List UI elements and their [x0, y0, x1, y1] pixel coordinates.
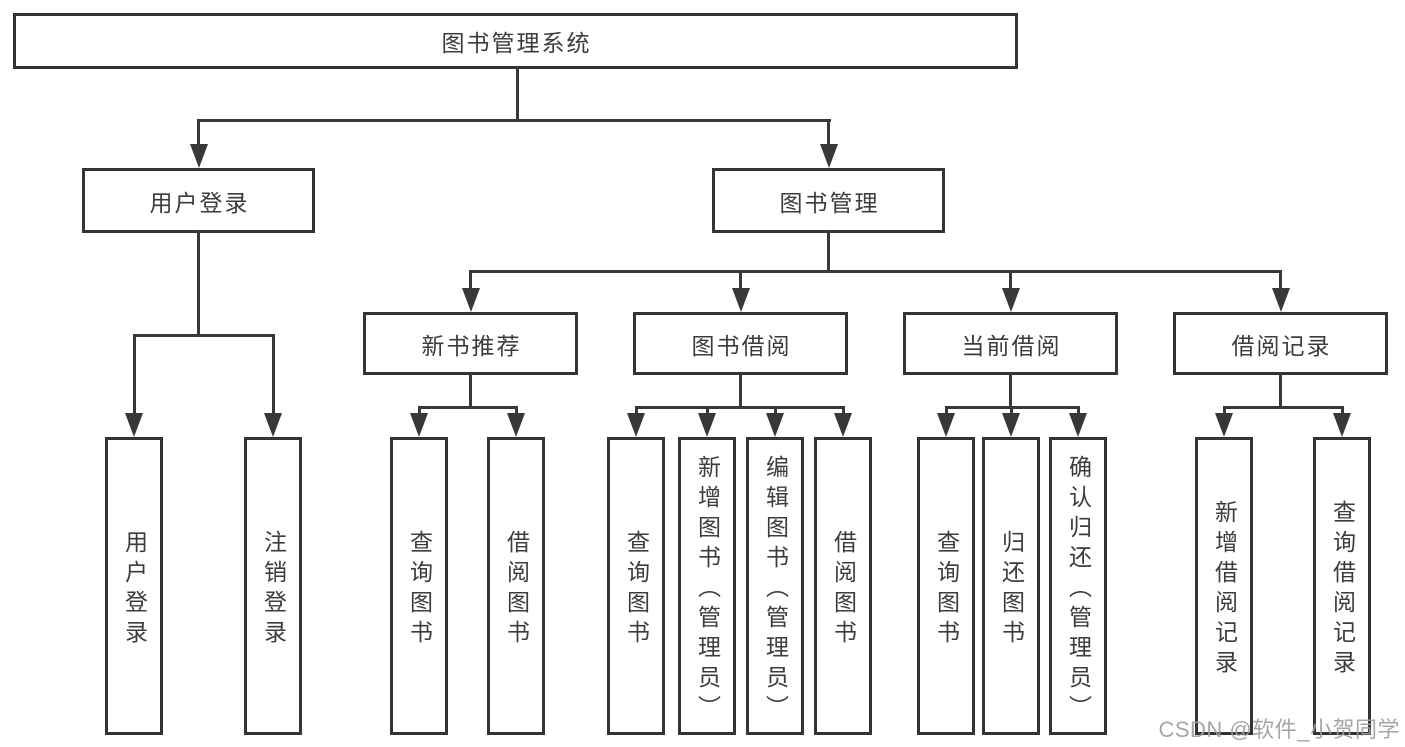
node-label: 借阅图书 [503, 529, 530, 650]
connector-vline [944, 406, 948, 418]
connector-hline [469, 270, 1282, 273]
leaf-query-books-current: 查询图书 [917, 437, 975, 735]
node-user-login: 用户登录 [82, 168, 315, 233]
leaf-confirm-return-admin: 确认归还（管理员） [1049, 437, 1107, 735]
connector-vline [1009, 270, 1012, 292]
arrow-down-icon [410, 413, 428, 437]
node-label: 新增借阅记录 [1211, 499, 1238, 680]
connector-vline [1076, 406, 1080, 418]
leaf-logout-login: 注销登录 [244, 437, 302, 735]
connector-vline [739, 270, 742, 292]
connector-vline [417, 406, 421, 418]
node-current-borrowing: 当前借阅 [903, 312, 1118, 375]
node-label: 查询借阅记录 [1329, 499, 1356, 680]
leaf-borrow-books-borrowing: 借阅图书 [814, 437, 872, 735]
connector-vline [197, 230, 200, 337]
node-label: 新增图书（管理员） [694, 454, 721, 725]
node-label: 借阅图书 [830, 529, 857, 650]
node-label: 注销登录 [260, 529, 287, 650]
connector-vline [705, 406, 709, 418]
node-label: 查询图书 [406, 529, 433, 650]
connector-vline [827, 230, 830, 272]
connector-vline [197, 119, 200, 147]
connector-vline [1009, 373, 1012, 409]
node-label: 借阅记录 [1231, 332, 1332, 359]
connector-hline [634, 406, 844, 409]
node-label: 图书管理 [779, 189, 880, 216]
connector-hline [417, 406, 518, 409]
connector-vline [271, 334, 275, 417]
connector-vline [1279, 373, 1282, 409]
node-book-borrowing: 图书借阅 [633, 312, 848, 375]
arrow-down-icon [189, 144, 208, 168]
connector-vline [841, 406, 845, 418]
node-label: 当前借阅 [961, 332, 1062, 359]
leaf-add-books-admin: 新增图书（管理员） [678, 437, 736, 735]
arrow-down-icon [1271, 288, 1290, 312]
leaf-borrow-books-recommend: 借阅图书 [487, 437, 545, 735]
leaf-return-books: 归还图书 [982, 437, 1040, 735]
arrow-down-icon [698, 413, 716, 437]
arrow-down-icon [507, 413, 525, 437]
arrow-down-icon [264, 413, 282, 437]
connector-vline [634, 406, 638, 418]
connector-vline [515, 67, 519, 121]
node-label: 图书借阅 [691, 332, 792, 359]
node-label: 新书推荐 [421, 332, 522, 359]
arrow-down-icon [1215, 413, 1233, 437]
node-label: 确认归还（管理员） [1065, 454, 1092, 725]
arrow-down-icon [461, 288, 480, 312]
node-book-management: 图书管理 [712, 168, 945, 233]
leaf-user-login: 用户登录 [105, 437, 163, 735]
connector-hline [197, 119, 831, 122]
arrow-down-icon [1002, 413, 1020, 437]
connector-vline [514, 406, 518, 418]
node-label: 用户登录 [121, 529, 148, 650]
arrow-down-icon [731, 288, 750, 312]
node-label: 查询图书 [933, 529, 960, 650]
arrow-down-icon [1069, 413, 1087, 437]
connector-hline [1222, 406, 1344, 409]
connector-vline [1009, 406, 1013, 418]
leaf-query-borrow-record: 查询借阅记录 [1313, 437, 1371, 735]
connector-vline [739, 373, 742, 409]
arrow-down-icon [937, 413, 955, 437]
node-library-management-system: 图书管理系统 [13, 13, 1018, 69]
node-label: 查询图书 [623, 529, 650, 650]
connector-vline [469, 373, 472, 409]
arrow-down-icon [125, 413, 143, 437]
arrow-down-icon [766, 413, 784, 437]
node-label: 用户登录 [149, 189, 250, 216]
arrow-down-icon [627, 413, 645, 437]
connector-vline [1279, 270, 1282, 292]
leaf-edit-books-admin: 编辑图书（管理员） [746, 437, 804, 735]
arrow-down-icon [834, 413, 852, 437]
node-label: 图书管理系统 [441, 30, 592, 56]
node-label: 归还图书 [998, 529, 1025, 650]
leaf-query-books-borrowing: 查询图书 [607, 437, 665, 735]
arrow-down-icon [819, 144, 838, 168]
node-label: 编辑图书（管理员） [762, 454, 789, 725]
leaf-query-books-recommend: 查询图书 [390, 437, 448, 735]
node-new-book-recommend: 新书推荐 [363, 312, 578, 375]
leaf-add-borrow-record: 新增借阅记录 [1195, 437, 1253, 735]
arrow-down-icon [1001, 288, 1020, 312]
csdn-watermark: CSDN @软件_小贺同学 [1158, 717, 1400, 742]
connector-vline [132, 334, 136, 417]
node-borrowing-records: 借阅记录 [1173, 312, 1388, 375]
connector-vline [1340, 406, 1344, 418]
connector-hline [132, 334, 275, 337]
connector-vline [827, 119, 830, 147]
connector-vline [469, 270, 472, 292]
connector-vline [1222, 406, 1226, 418]
arrow-down-icon [1333, 413, 1351, 437]
connector-vline [773, 406, 777, 418]
